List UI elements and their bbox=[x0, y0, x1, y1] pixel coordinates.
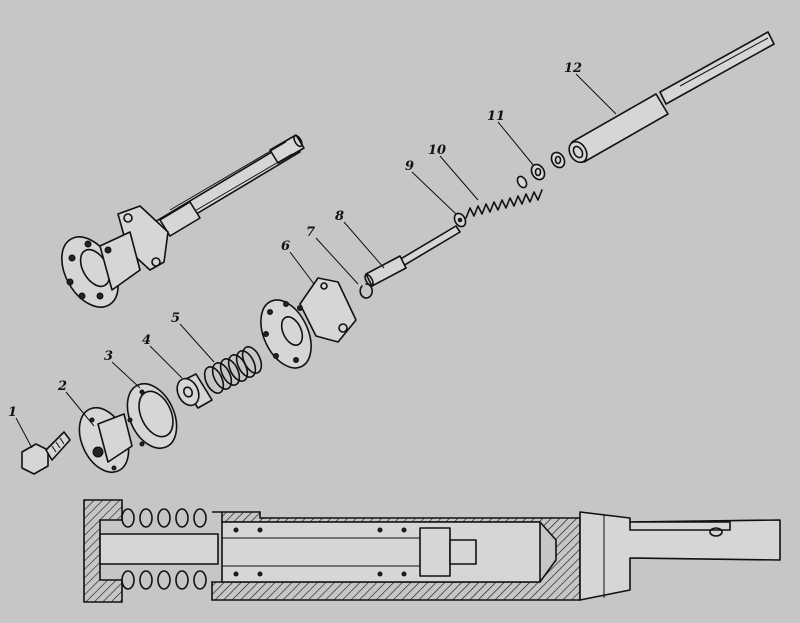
callout-5: 5 bbox=[171, 311, 180, 326]
callout-12: 12 bbox=[564, 61, 582, 76]
inner-spring-section bbox=[233, 527, 407, 577]
callout-7: 7 bbox=[306, 225, 315, 240]
part-5-spring bbox=[203, 346, 263, 394]
callout-4: 4 bbox=[142, 333, 151, 348]
part-7-ring bbox=[359, 283, 373, 299]
part-4-cup bbox=[176, 373, 213, 409]
part-10-spring bbox=[465, 175, 543, 219]
leader-lines bbox=[15, 73, 617, 449]
part-12-rod bbox=[568, 31, 775, 164]
section-spring-coils bbox=[121, 508, 207, 590]
callout-10: 10 bbox=[428, 143, 446, 158]
callout-9: 9 bbox=[405, 159, 414, 174]
part-1-bolt bbox=[21, 431, 71, 475]
callout-labels: 1 2 3 4 5 6 7 8 9 10 11 12 bbox=[8, 61, 582, 420]
part-11-nuts bbox=[530, 151, 566, 181]
end-cap-section bbox=[83, 499, 123, 603]
callout-6: 6 bbox=[281, 239, 290, 254]
part-9-washer bbox=[453, 212, 467, 228]
callout-2: 2 bbox=[57, 379, 67, 394]
callout-11: 11 bbox=[487, 109, 505, 124]
part-8-pin bbox=[364, 225, 461, 287]
callout-1: 1 bbox=[8, 405, 17, 420]
sectional-view bbox=[83, 499, 781, 603]
callout-3: 3 bbox=[104, 349, 113, 364]
part-6-housing bbox=[260, 277, 357, 369]
assembled-shaft-part bbox=[61, 134, 305, 308]
callout-8: 8 bbox=[335, 209, 344, 224]
